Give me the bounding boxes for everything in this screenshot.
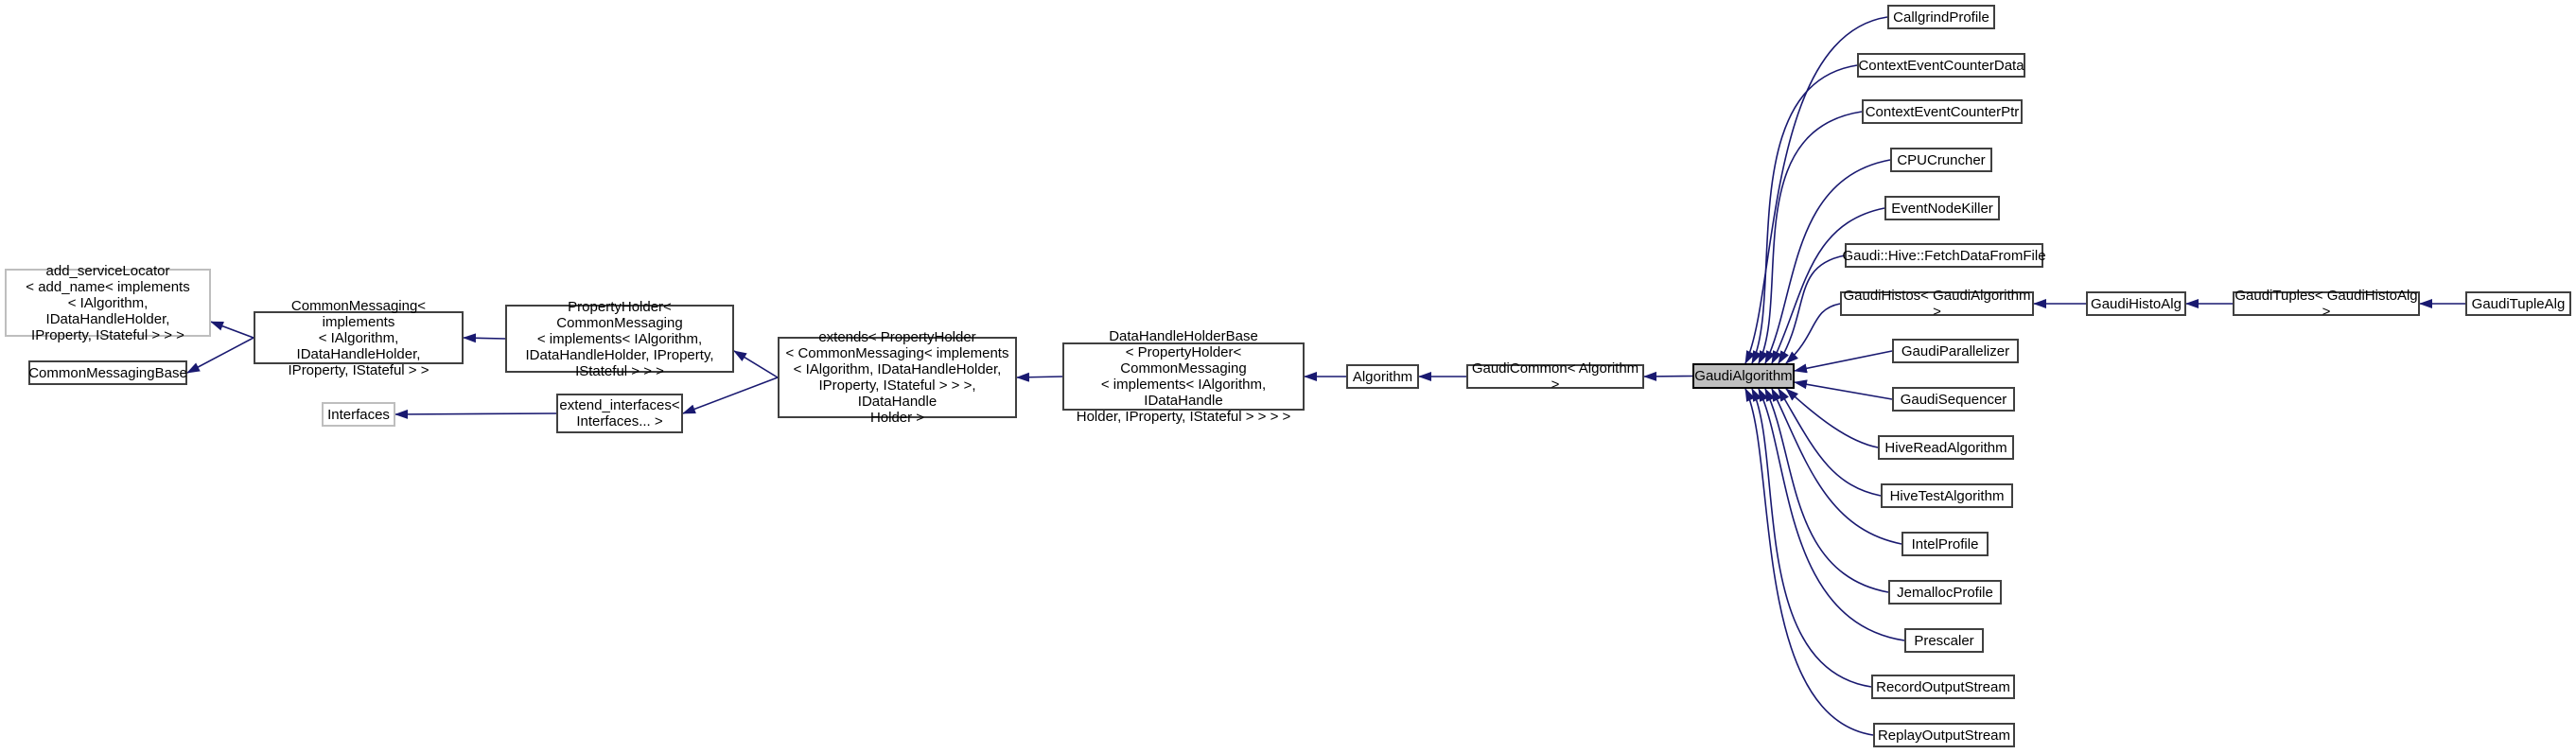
edge-jemallocprofile-gaudialgorithm [1764, 388, 1889, 593]
class-node-cpucruncher[interactable]: CPUCruncher [1890, 148, 1992, 172]
class-node-datahandleholderbase[interactable]: DataHandleHolderBase < PropertyHolder< C… [1062, 328, 1305, 425]
edge-gaudisequencer-gaudialgorithm [1794, 379, 1893, 400]
edge-gaudihistos-gaudialgorithm [1785, 303, 1841, 364]
class-node-gaudiparallelizer[interactable]: GaudiParallelizer [1892, 339, 2019, 363]
class-node-gaudisequencer[interactable]: GaudiSequencer [1892, 387, 2015, 412]
class-node-contexteventcounterptr[interactable]: ContextEventCounterPtr [1862, 99, 2023, 124]
class-node-eventnodekiller[interactable]: EventNodeKiller [1884, 196, 2000, 220]
class-node-hivereadalgorithm[interactable]: HiveReadAlgorithm [1878, 435, 2014, 460]
class-node-extends[interactable]: extends< PropertyHolder < CommonMessagin… [778, 329, 1017, 426]
class-node-fetchdatafromfile[interactable]: Gaudi::Hive::FetchDataFromFile [1842, 243, 2046, 268]
class-node-gaudihistoalg[interactable]: GaudiHistoAlg [2086, 291, 2186, 316]
class-node-algorithm[interactable]: Algorithm [1346, 364, 1419, 389]
class-node-intelprofile[interactable]: IntelProfile [1901, 532, 1989, 556]
class-node-gaudicommon[interactable]: GaudiCommon< Algorithm > [1466, 360, 1644, 393]
class-node-gaudituples[interactable]: GaudiTuples< GaudiHistoAlg > [2233, 288, 2420, 320]
edge-eventnodekiller-gaudialgorithm [1771, 207, 1885, 364]
edge-commonmessaging-add_servicelocator [210, 321, 254, 339]
edge-prescaler-gaudialgorithm [1758, 388, 1905, 641]
class-node-commonmessaging[interactable]: CommonMessaging< implements < IAlgorithm… [254, 298, 464, 378]
edge-fetchdatafromfile-gaudialgorithm [1778, 254, 1846, 364]
edge-extends-extend_interfaces [682, 377, 779, 414]
class-node-gaudituplealg[interactable]: GaudiTupleAlg [2465, 291, 2571, 316]
class-node-jemallocprofile[interactable]: JemallocProfile [1888, 580, 2002, 605]
edge-intelprofile-gaudialgorithm [1771, 388, 1902, 545]
class-node-hivetestalgorithm[interactable]: HiveTestAlgorithm [1881, 483, 2013, 508]
edge-contexteventcounterptr-gaudialgorithm [1758, 111, 1863, 364]
class-node-gaudihistos[interactable]: GaudiHistos< GaudiAlgorithm > [1840, 288, 2034, 320]
edge-hivereadalgorithm-gaudialgorithm [1785, 388, 1879, 448]
class-node-callgrindprofile[interactable]: CallgrindProfile [1887, 5, 1995, 29]
class-node-extend_interfaces[interactable]: extend_interfaces< Interfaces... > [556, 394, 683, 433]
edge-propertyholder-commonmessaging [463, 333, 506, 343]
edge-gaudiparallelizer-gaudialgorithm [1794, 350, 1893, 374]
class-node-replayoutputstream[interactable]: ReplayOutputStream [1873, 723, 2015, 747]
class-node-interfaces: Interfaces [322, 402, 395, 427]
class-node-gaudialgorithm[interactable]: GaudiAlgorithm [1692, 363, 1795, 389]
class-node-add_servicelocator: add_serviceLocator < add_name< implement… [5, 263, 211, 343]
edge-extend_interfaces-interfaces [394, 409, 557, 419]
edge-hivetestalgorithm-gaudialgorithm [1778, 388, 1882, 497]
class-node-contexteventcounterdata[interactable]: ContextEventCounterData [1857, 53, 2025, 78]
class-node-commonmessagingbase[interactable]: CommonMessagingBase [28, 360, 187, 385]
class-node-prescaler[interactable]: Prescaler [1904, 628, 1984, 653]
edge-extends-propertyholder [733, 350, 779, 378]
class-node-propertyholder[interactable]: PropertyHolder< CommonMessaging < implem… [505, 299, 734, 379]
edge-commonmessaging-commonmessagingbase [186, 337, 254, 374]
edge-recordoutputstream-gaudialgorithm [1751, 388, 1872, 688]
class-node-recordoutputstream[interactable]: RecordOutputStream [1871, 675, 2015, 699]
edge-replayoutputstream-gaudialgorithm [1744, 388, 1874, 736]
